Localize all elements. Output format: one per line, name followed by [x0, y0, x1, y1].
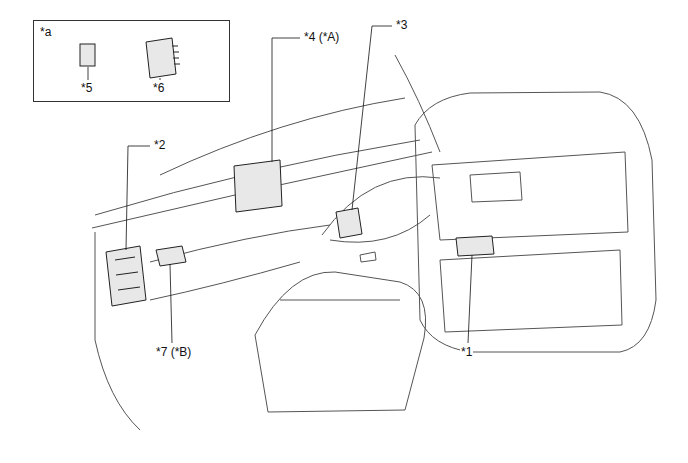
- callout-number: *6: [152, 82, 165, 95]
- callout-number: *1: [460, 346, 473, 359]
- leader-1: [468, 255, 472, 343]
- part-6-pins: [172, 46, 180, 64]
- part-7-module: [156, 246, 186, 266]
- leader-2: [126, 146, 150, 250]
- windshield-bottom: [95, 140, 420, 215]
- part-1-switch: [456, 236, 494, 256]
- part-6-icon: [146, 38, 176, 78]
- leader-4: [272, 38, 300, 162]
- center-console: [255, 272, 426, 412]
- glovebox: [150, 262, 300, 300]
- leader-3: [352, 26, 392, 210]
- windshield-top: [160, 98, 405, 175]
- dash-top: [92, 152, 432, 228]
- callout-number: *5: [80, 82, 93, 95]
- console-line: [280, 300, 400, 301]
- part-2-block: [106, 246, 146, 306]
- callout-number: *4 (*A): [303, 31, 340, 44]
- door-outline: [415, 92, 656, 352]
- inset-frame: *a: [33, 20, 230, 102]
- callout-number: *3: [395, 19, 408, 32]
- door-pocket: [440, 250, 622, 332]
- part-2-detail: [115, 257, 140, 290]
- leader-lines: [88, 26, 472, 343]
- leader-6: [160, 78, 161, 80]
- door-trim: [432, 152, 628, 240]
- parts: [80, 38, 494, 306]
- leader-5: [88, 67, 89, 80]
- inset-label: *a: [40, 26, 51, 39]
- leader-7: [170, 264, 172, 343]
- callout-number: *7 (*B): [155, 346, 192, 359]
- callout-number: *2: [153, 139, 166, 152]
- door-handle: [470, 172, 522, 202]
- interior-outline: [92, 55, 656, 430]
- part-3-switch: [336, 208, 362, 238]
- part-4-display: [234, 160, 282, 212]
- a-pillar: [395, 55, 440, 152]
- pedal: [360, 252, 376, 262]
- part-5-icon: [80, 44, 95, 66]
